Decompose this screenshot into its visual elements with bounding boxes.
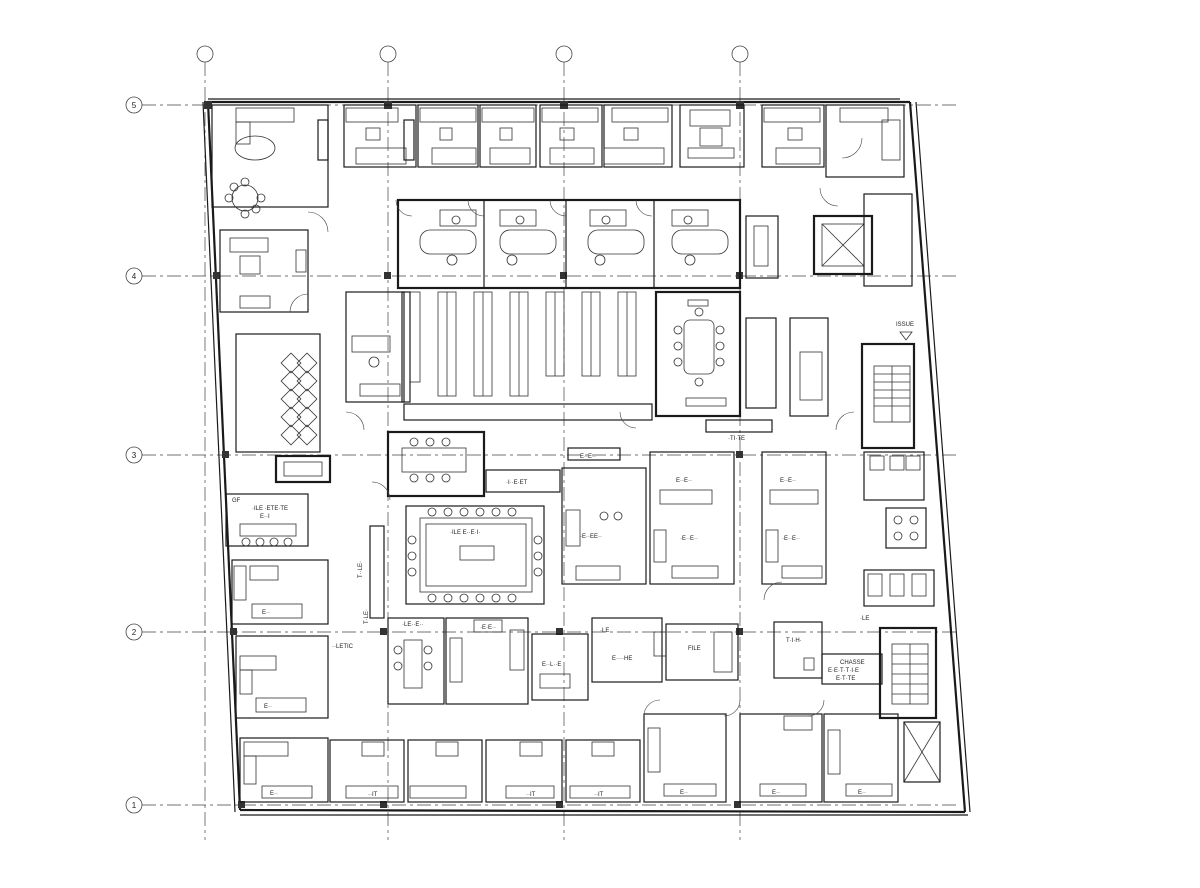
center-offices: ·E··EE·· E··E·· ·E··E·· E··E·· ·E··E·· E… xyxy=(561,419,827,585)
svg-text:4: 4 xyxy=(132,272,137,281)
chase-b-label: E·E·T·T·I·E xyxy=(828,668,859,674)
issue-label: ISSUE xyxy=(896,322,914,328)
side-label-a: T··LE· xyxy=(358,561,364,578)
grid-bubble-col-2 xyxy=(379,45,397,63)
svg-text:2: 2 xyxy=(132,628,137,637)
side-label-d: ·LE xyxy=(600,628,609,634)
lower-center-rooms: ·LE··E·· ·E·E·· E··L··E ·LE E····HE FILE… xyxy=(332,617,883,705)
office-mid-c-label: ·E··E·· xyxy=(782,536,800,542)
sheet-label: ·I··E·ET xyxy=(506,480,528,486)
office-mid-b-label: ·E··E·· xyxy=(680,536,698,542)
grid-lines xyxy=(142,62,960,840)
side-label-b: T·LE· xyxy=(364,609,370,624)
grid-bubble-row-1: 1 xyxy=(125,796,143,814)
center-left-rooms: ·I··E·ET ·ILE E··E·I· T··LE· T·LE· xyxy=(345,291,561,624)
building-core: ISSUE ·LE xyxy=(812,214,938,720)
left-rooms: ·ILE ·ETE·TE E··I GF E·· E·· E·· xyxy=(219,229,332,803)
right-mid-rooms xyxy=(745,193,913,417)
grid-bubble-col-4 xyxy=(731,45,749,63)
grid-bubble-row-4: 4 xyxy=(125,267,143,285)
file-label: FILE xyxy=(688,646,701,652)
bottom-offices: ··IT ··IT ··IT E·· E·· E·· xyxy=(329,713,941,803)
lobby-b-label: E··L··E xyxy=(542,662,561,668)
desk-label-2: E·· xyxy=(264,704,272,710)
conference-label: ·ILE E··E·I· xyxy=(450,530,480,536)
side-label-c: ··LETIC xyxy=(332,644,354,650)
grid-bubble-row-3: 3 xyxy=(125,446,143,464)
bottom-label-4: E·· xyxy=(680,790,688,796)
svg-text:3: 3 xyxy=(132,451,137,460)
grid-bubbles: 5 4 3 2 1 xyxy=(125,45,749,814)
bottom-label-5: E·· xyxy=(772,790,780,796)
bottom-label-2: ··IT xyxy=(526,792,536,798)
grid-bubble-col-1 xyxy=(196,45,214,63)
door-swings xyxy=(307,187,855,717)
rooms-b-label: E··E·· xyxy=(780,478,796,484)
rooms-a-label: E··E·· xyxy=(676,478,692,484)
svg-text:1: 1 xyxy=(132,801,137,810)
copy-label: E····HE xyxy=(612,656,632,662)
desk-label-3: E·· xyxy=(270,791,278,797)
gf-label: GF xyxy=(232,498,241,504)
bottom-label-3: ··IT xyxy=(594,792,604,798)
storage-label: ·E·E·· xyxy=(480,625,496,631)
lobby-a-label: ·LE··E·· xyxy=(402,622,423,628)
chase-c-label: E·T·TE xyxy=(836,676,855,682)
desk-label-1: E·· xyxy=(262,610,270,616)
svg-text:5: 5 xyxy=(132,101,137,110)
top-offices xyxy=(211,104,905,219)
grid-bubble-row-2: 2 xyxy=(125,623,143,641)
grid-bubble-row-5: 5 xyxy=(125,96,143,114)
corridor-label: E··E·· xyxy=(580,454,596,460)
office-mid-a-label: ·E··EE·· xyxy=(580,534,602,540)
meeting-room xyxy=(654,290,742,418)
bottom-label-6: E·· xyxy=(858,790,866,796)
bench-desks xyxy=(401,291,653,421)
bottom-label-1: ··IT xyxy=(368,792,378,798)
side-label-misc: ·LE xyxy=(860,616,869,622)
workstation-pods xyxy=(396,198,742,290)
grid-bubble-col-3 xyxy=(555,45,573,63)
toilet-label: T·I·H· xyxy=(786,638,802,644)
stair-tag-label: ·TI·TE xyxy=(728,436,745,442)
exec-suite-sublabel: E··I xyxy=(260,514,270,520)
exec-suite-label: ·ILE ·ETE·TE xyxy=(252,506,288,512)
chase-a-label: CHASSE xyxy=(840,660,865,666)
exterior-walls xyxy=(202,98,971,816)
